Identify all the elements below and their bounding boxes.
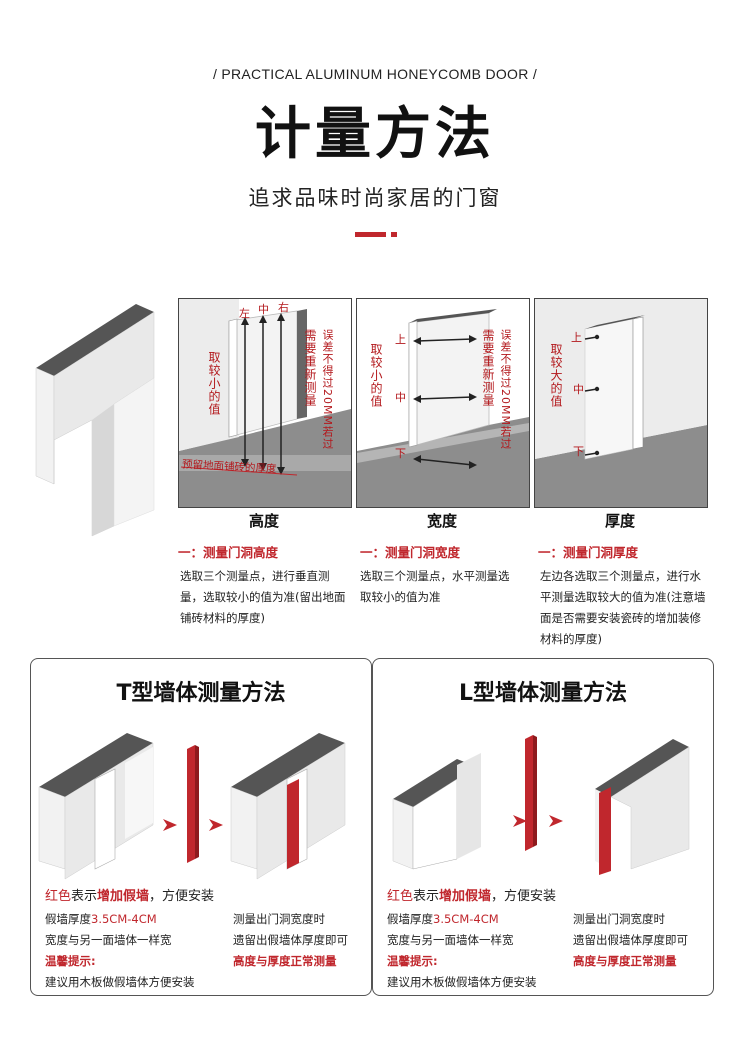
l-wall-left-notes: 假墙厚度3.5CM-4CM 宽度与另一面墙体一样宽 温馨提示: 建议用木板做假墙…	[387, 912, 537, 989]
take-smaller-label: 取较小的值	[207, 351, 221, 416]
page-subtitle: 追求品味时尚家居的门窗	[248, 186, 502, 210]
point-label-top: 上	[395, 333, 406, 346]
t-wall-title: T型墙体测量方法	[116, 681, 286, 706]
height-title: 高度	[248, 512, 279, 530]
point-label-middle: 中	[395, 391, 406, 404]
height-description: 选取三个测量点，进行垂直测量，选取较小的值为准(留出地面铺砖材料的厚度)	[180, 569, 346, 625]
red-legend-note: 红色表示增加假墙，方便安装	[45, 889, 215, 904]
remeasure-label: 需要重新测量	[303, 329, 317, 407]
error-tolerance-label: 误差不得过20MM若过	[499, 329, 512, 450]
l-wall-title: L型墙体测量方法	[458, 681, 628, 706]
l-wall-illustration	[392, 735, 690, 875]
tagline: / PRACTICAL ALUMINUM HONEYCOMB DOOR /	[212, 66, 538, 82]
point-label-bottom: 下	[573, 445, 584, 458]
red-legend-note: 红色表示增加假墙，方便安装	[387, 889, 557, 904]
thickness-title: 厚度	[604, 512, 635, 530]
error-tolerance-label: 误差不得过20MM若过	[321, 329, 334, 450]
height-subtitle: 一：测量门洞高度	[178, 545, 279, 560]
decor-red-bar	[355, 232, 386, 237]
height-diagram-panel: 左 中 右 取较小的值 需要重新测量 误差不得过20MM若过 预留地面铺砖的厚度	[178, 298, 352, 508]
take-larger-label: 取较大的值	[549, 343, 563, 408]
point-label-top: 上	[571, 331, 582, 344]
thickness-subtitle: 一：测量门洞厚度	[538, 545, 639, 560]
width-description: 选取三个测量点，水平测量选取较小的值为准	[360, 569, 510, 604]
door-frame-illustration	[35, 304, 155, 537]
thickness-diagram-panel: 上 中 下 取较大的值	[534, 298, 708, 508]
l-wall-method-box: L型墙体测量方法 红色表示增加假墙，方便安装 假墙厚度3.5CM-4CM 宽度与…	[372, 658, 714, 996]
thickness-description: 左边各选取三个测量点，进行水平测量选取较大的值为准(注意墙面是否需要安装瓷砖的增…	[540, 569, 706, 646]
l-wall-right-notes: 测量出门洞宽度时 遗留出假墙体厚度即可 高度与厚度正常测量	[573, 912, 688, 968]
t-wall-method-box: T型墙体测量方法 红色表示增加假墙，方便安装 假墙厚度3.5CM-4CM 宽度与…	[30, 658, 372, 996]
t-wall-left-notes: 假墙厚度3.5CM-4CM 宽度与另一面墙体一样宽 温馨提示: 建议用木板做假墙…	[45, 912, 195, 989]
point-label-left: 左	[239, 307, 250, 320]
width-subtitle: 一：测量门洞宽度	[360, 545, 461, 560]
t-wall-illustration	[38, 733, 346, 880]
take-smaller-label: 取较小的值	[369, 343, 383, 408]
decor-red-dot	[391, 232, 397, 237]
point-label-bottom: 下	[395, 447, 406, 460]
point-label-middle: 中	[573, 383, 584, 396]
page-title: 计量方法	[255, 102, 495, 167]
remeasure-label: 需要重新测量	[481, 329, 495, 407]
point-label-right: 右	[278, 301, 289, 314]
width-diagram-panel: 上 中 下 取较小的值 需要重新测量 误差不得过20MM若过	[356, 298, 530, 508]
t-wall-right-notes: 测量出门洞宽度时 遗留出假墙体厚度即可 高度与厚度正常测量	[233, 912, 348, 968]
width-title: 宽度	[426, 512, 457, 530]
point-label-middle: 中	[258, 303, 269, 316]
